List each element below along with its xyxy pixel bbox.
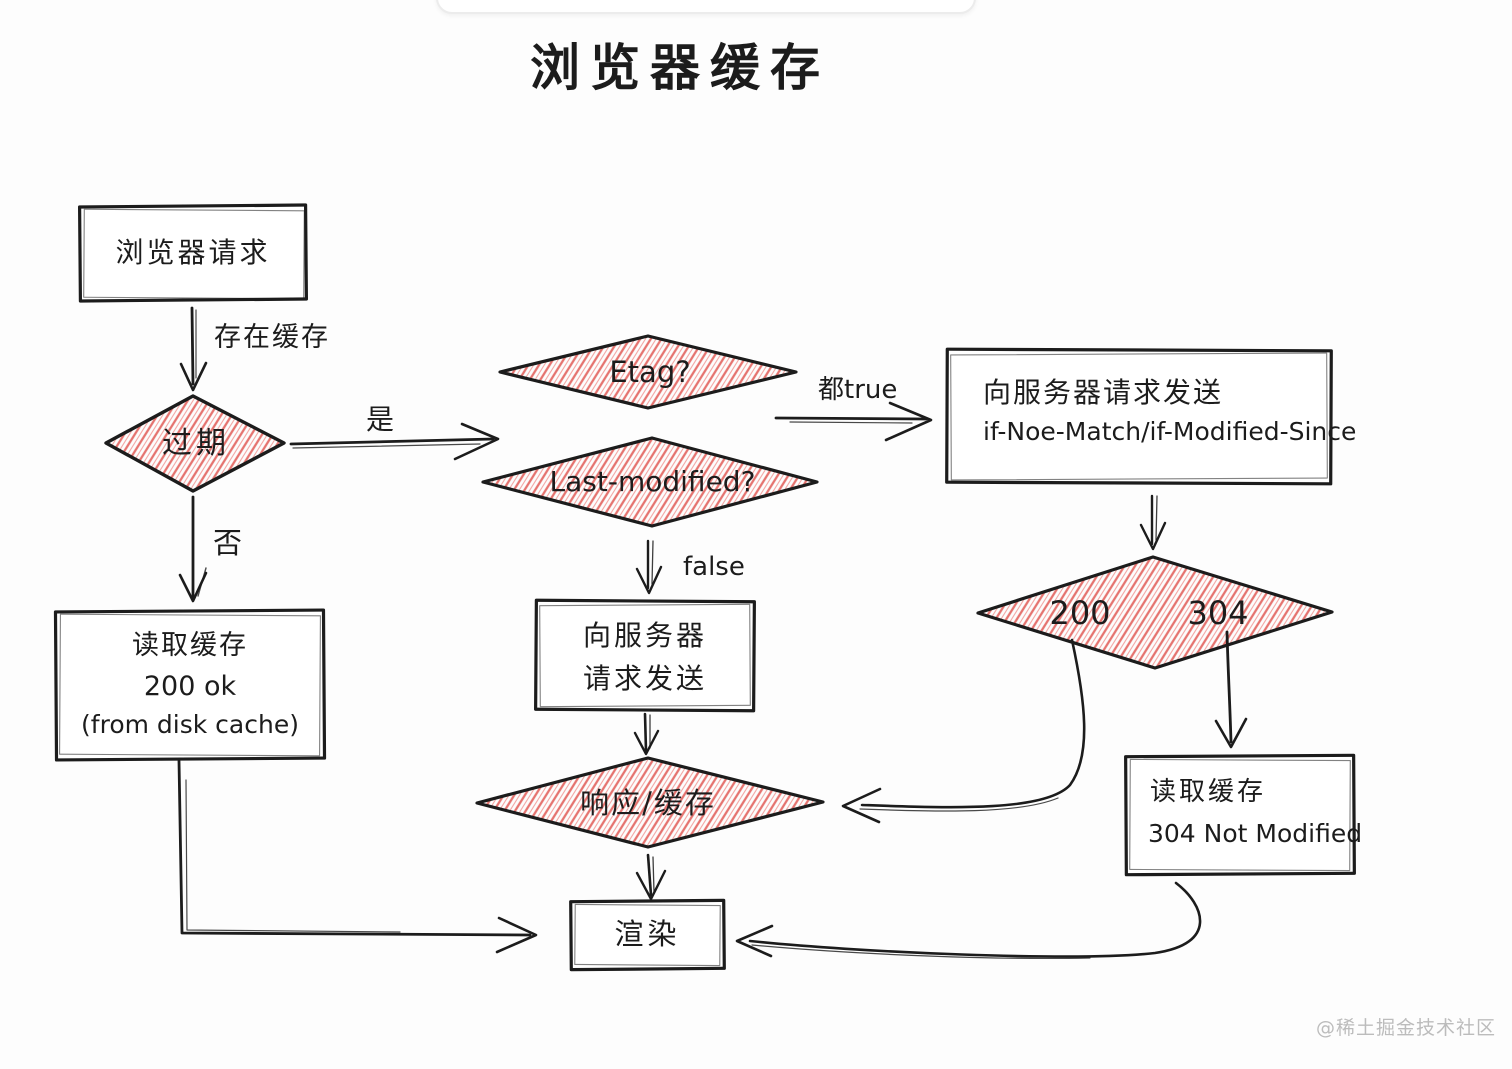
edge-label-no: 否 (213, 526, 245, 560)
arrow-cache-exists (179, 306, 208, 392)
edge-label-yes: 是 (366, 403, 397, 436)
last-modified-diamond (481, 436, 819, 528)
response-cache-label: 响应/缓存 (580, 786, 716, 820)
arrow-to-status (1139, 494, 1167, 551)
edge-label-false: false (683, 552, 745, 582)
conditional-request-line2: if-Noe-Match/if-Modified-Since (983, 417, 1357, 446)
arrow-yes (289, 422, 500, 461)
arrow-status-304-to-box (1214, 630, 1248, 749)
arrow-to-response (633, 712, 660, 756)
conditional-request-box (945, 347, 1333, 486)
response-cache-diamond (475, 756, 825, 849)
browser-request-label: 浏览器请求 (115, 236, 271, 269)
etag-label: Etag? (609, 355, 691, 389)
edge-label-both-true: 都true (818, 375, 898, 405)
last-modified-label: Last-modified? (549, 465, 756, 498)
conditional-request-line1: 向服务器请求发送 (983, 376, 1224, 409)
render-box (569, 898, 726, 972)
expired-diamond (104, 394, 286, 493)
etag-diamond (498, 334, 798, 410)
edge-label-cache-exists: 存在缓存 (214, 322, 330, 353)
status-200-label: 200 (1049, 594, 1111, 632)
arrow-both-true (774, 401, 933, 442)
server-request-line1: 向服务器 (582, 619, 707, 652)
read-cache-304-line2: 304 Not Modified (1148, 819, 1363, 848)
status-code-diamond (976, 555, 1334, 670)
arrow-304-to-render (735, 881, 1202, 960)
read-cache-304-box (1124, 753, 1356, 877)
arrow-to-render-top (635, 853, 667, 901)
server-request-box (534, 598, 756, 713)
diagram-title: 浏览器缓存 (530, 39, 830, 97)
arrow-200-to-render (177, 759, 538, 954)
browser-request-box (77, 203, 309, 303)
arrow-status-200-to-response (841, 638, 1086, 824)
read-cache-200-line2: 200 ok (143, 671, 237, 702)
read-cache-200-line3: (from disk cache) (81, 710, 299, 739)
server-request-line2: 请求发送 (582, 662, 707, 695)
read-cache-304-line1: 读取缓存 (1150, 777, 1267, 807)
status-304-label: 304 (1187, 594, 1249, 632)
arrow-no (178, 495, 208, 603)
render-label: 渲染 (614, 917, 681, 951)
read-cache-200-box (53, 608, 327, 762)
read-cache-200-line1: 读取缓存 (132, 630, 248, 661)
watermark: @稀土掘金技术社区 (1315, 1017, 1496, 1039)
arrow-false (635, 539, 663, 595)
expired-label: 过期 (162, 426, 230, 461)
